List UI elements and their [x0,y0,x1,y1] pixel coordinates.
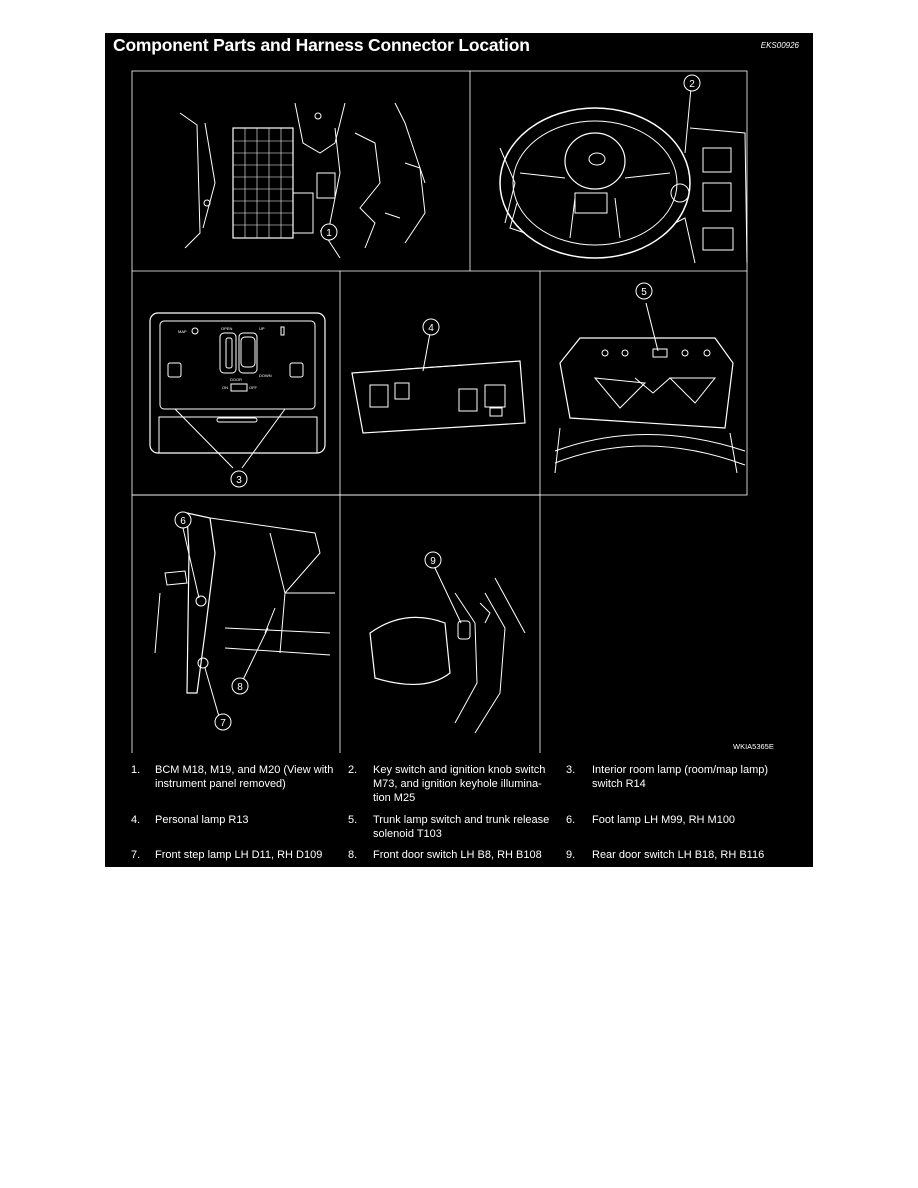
svg-text:9: 9 [430,556,436,567]
room-lamp-labels: MAP OPEN UP DOWN DOOR ON OFF [178,326,272,390]
callout-3: 3 [230,470,248,488]
personal-lamp-illustration [351,332,526,434]
diagram-sheet: Component Parts and Harness Connector Lo… [105,33,813,867]
legend-number: 8. [348,849,358,861]
legend-text: Front door switch LH B8, RH B108 [373,849,542,861]
legend-number: 9. [566,849,576,861]
legend-text: Front step lamp LH D11, RH D109 [155,849,323,861]
room-lamp-label-down: DOWN [259,373,272,378]
svg-text:2: 2 [689,79,695,90]
svg-text:1: 1 [326,228,332,239]
room-lamp-label-on: ON [222,385,228,390]
legend-number: 5. [348,814,358,826]
room-lamp-illustration [149,312,326,469]
legend-number: 3. [566,764,576,776]
component-location-figure: MAP OPEN UP DOWN DOOR ON OFF [131,70,748,753]
svg-text:8: 8 [237,682,243,693]
legend-number: 2. [348,764,358,776]
svg-text:4: 4 [428,323,434,334]
callout-1: 1 [320,223,338,241]
bcm-illustration [179,102,426,259]
legend-number: 1. [131,764,141,776]
legend-text: Key switch and ignition knob switch M73,… [373,764,546,804]
front-door-illustration [154,512,335,721]
legend-text: Rear door switch LH B18, RH B116 [592,849,765,861]
legend-number: 6. [566,814,576,826]
steering-wheel-illustration [499,87,748,264]
legend-text: Personal lamp R13 [155,814,249,826]
legend-text: BCM M18, M19, and M20 (View with instrum… [155,764,334,790]
legend-text: Foot lamp LH M99, RH M100 [592,814,736,826]
legend-text: Interior room lamp (room/map lamp) switc… [592,764,769,790]
svg-text:6: 6 [180,516,186,527]
callout-7: 7 [214,713,232,731]
legend-text: Trunk lamp switch and trunk release sole… [373,814,550,840]
svg-text:3: 3 [236,475,242,486]
figure-code: WKIA5365E [733,742,774,751]
page-title: Component Parts and Harness Connector Lo… [113,35,530,55]
room-lamp-label-up: UP [259,326,265,331]
panel-grid [131,70,748,753]
room-lamp-label-door: DOOR [230,377,242,382]
legend-number: 7. [131,849,141,861]
legend-number: 4. [131,814,141,826]
callout-8: 8 [231,677,249,695]
trunk-illustration [554,302,746,474]
svg-text:5: 5 [641,287,647,298]
callout-4: 4 [422,318,440,336]
callouts: 1 2 3 4 5 6 7 8 9 [174,74,701,731]
room-lamp-label-map: MAP [178,329,187,334]
rear-door-illustration [369,567,526,734]
callout-6: 6 [174,511,192,529]
callout-2: 2 [683,74,701,92]
room-lamp-label-off: OFF [249,385,258,390]
reference-code: EKS00926 [760,41,799,50]
callout-9: 9 [424,551,442,569]
room-lamp-label-open: OPEN [221,326,232,331]
callout-5: 5 [635,282,653,300]
svg-text:7: 7 [220,718,226,729]
